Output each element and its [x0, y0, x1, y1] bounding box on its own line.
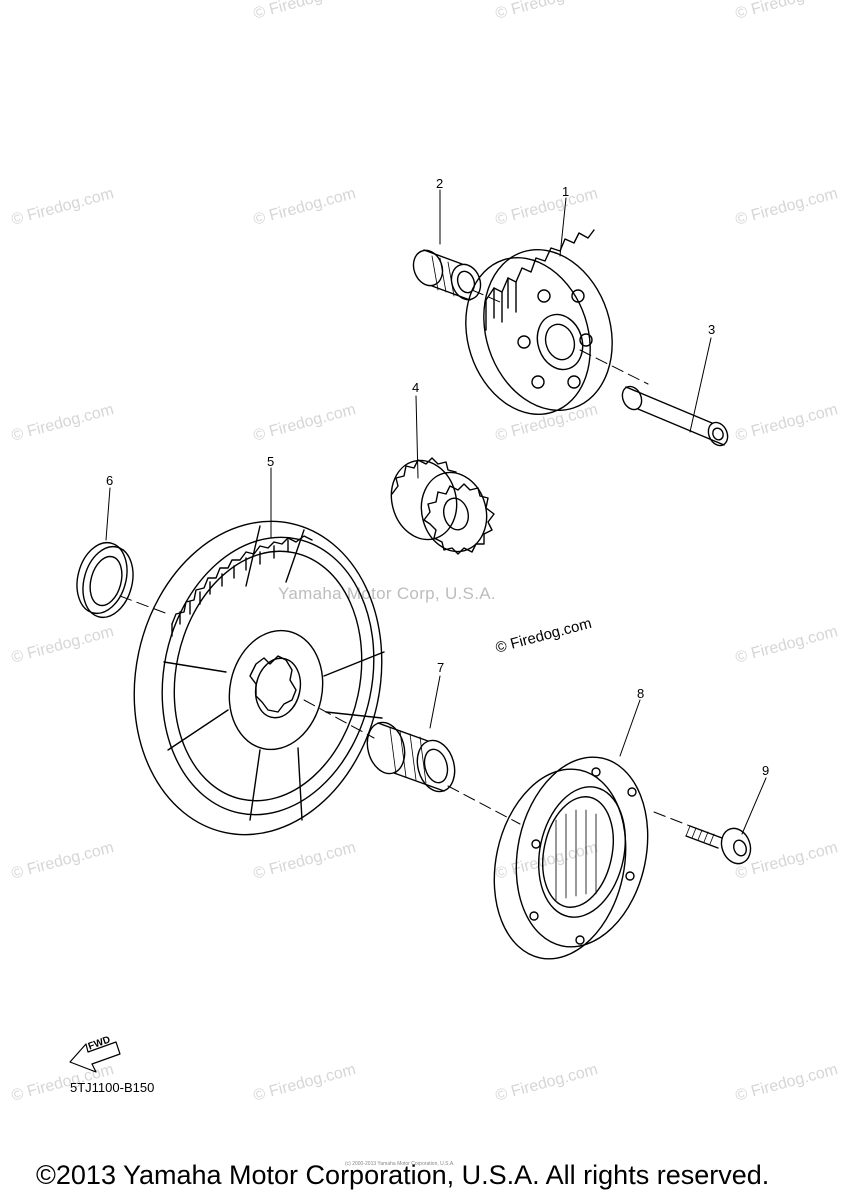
part-6-washer [76, 541, 134, 619]
assembly-axis-lines [119, 289, 691, 827]
part-9-bolt [685, 825, 752, 865]
callout-8: 8 [637, 686, 645, 701]
callout-2: 2 [436, 176, 444, 191]
copyright-footer: ©2013 Yamaha Motor Corporation, U.S.A. A… [36, 1160, 770, 1190]
callout-9: 9 [762, 763, 770, 778]
part-1-idler-gear [465, 229, 613, 416]
part-2-needle-bearing [412, 249, 482, 301]
callout-3: 3 [708, 322, 716, 337]
part-5-starter-wheel-gear [133, 520, 385, 836]
tiny-copyright-notice: (c) 2000-2013 Yamaha Motor Corporation, … [345, 1161, 455, 1167]
center-watermark: Yamaha Motor Corp, U.S.A. [278, 584, 496, 603]
callout-7: 7 [437, 660, 445, 675]
part-8-one-way-clutch [493, 756, 649, 960]
callout-5: 5 [267, 454, 275, 469]
callout-leaders [105, 189, 767, 835]
part-4-double-gear [390, 457, 495, 555]
callout-6: 6 [106, 473, 114, 488]
callout-1: 1 [562, 184, 570, 199]
part-3-shaft [621, 385, 729, 447]
part-7-needle-bearing [366, 721, 456, 793]
callout-4: 4 [412, 380, 420, 395]
fwd-arrow-icon [69, 1041, 121, 1073]
part-code: 5TJ1100-B150 [70, 1080, 155, 1095]
